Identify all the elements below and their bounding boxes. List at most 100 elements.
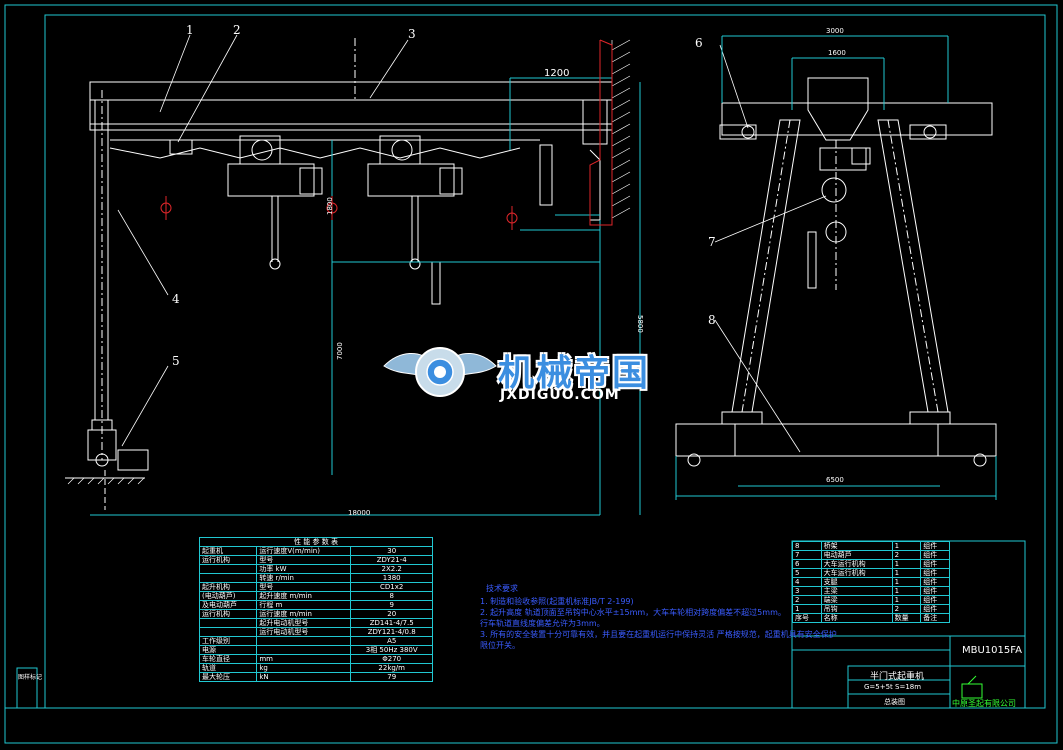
parts-cell-note: 组件 — [920, 604, 950, 614]
parts-cell-qty: 1 — [891, 595, 922, 605]
drawing-sheet: 总装图 — [884, 698, 905, 706]
part-label-1: 1 — [186, 23, 194, 37]
performance-cell-value: ZDY121-4/0.8 — [350, 627, 433, 637]
front-view — [65, 38, 641, 516]
dim-right-height: 5800 — [636, 315, 644, 333]
parts-cell-qty: 1 — [891, 577, 922, 587]
parts-header-name: 名称 — [820, 613, 893, 623]
performance-cell-value: 3相 50Hz 380V — [350, 645, 433, 655]
performance-cell-item: 功率 kW — [256, 564, 352, 574]
performance-cell-value: 8 — [350, 591, 433, 601]
parts-cell-no: 4 — [792, 577, 822, 587]
performance-cell-item: 运行速度 m/min — [256, 609, 352, 619]
performance-cell-group: 最大轮压 — [198, 672, 258, 682]
part-label-4: 4 — [172, 292, 180, 306]
performance-cell-group — [198, 627, 258, 637]
dim-span-top: 1200 — [544, 68, 570, 79]
performance-cell-value: CD1x2 — [350, 582, 433, 592]
part-label-3: 3 — [408, 27, 416, 41]
performance-cell-value: A5 — [350, 636, 433, 646]
performance-cell-item: 运行电动机型号 — [256, 627, 352, 637]
parts-cell-no: 7 — [792, 550, 822, 560]
part-label-6: 6 — [695, 36, 703, 50]
performance-cell-group: 电源 — [198, 645, 258, 655]
dim-right-top-a: 3000 — [826, 27, 844, 35]
notes-title: 技术要求 — [486, 584, 518, 593]
corbel — [589, 39, 613, 226]
part-label-8: 8 — [708, 313, 716, 327]
parts-cell-qty: 2 — [891, 550, 922, 560]
performance-cell-group: 工作级别 — [198, 636, 258, 646]
performance-cell-item: 起升电动机型号 — [256, 618, 352, 628]
performance-row: 起重机运行速度V(m/min)30 — [198, 546, 433, 556]
parts-cell-qty: 1 — [891, 559, 922, 569]
dim-height-small: 1800 — [326, 197, 334, 215]
center-marks — [160, 196, 518, 230]
dim-right-top-b: 1600 — [828, 49, 846, 57]
parts-cell-note: 组件 — [920, 559, 950, 569]
parts-cell-note: 组件 — [920, 577, 950, 587]
side-view — [675, 35, 997, 500]
performance-cell-value: 30 — [350, 546, 433, 556]
performance-cell-item: 运行速度V(m/min) — [256, 546, 352, 556]
performance-cell-group: (电动葫芦) — [198, 591, 258, 601]
parts-header-qty: 数量 — [891, 613, 922, 623]
performance-cell-group: 运行机构 — [198, 609, 258, 619]
performance-cell-value: 79 — [350, 672, 433, 682]
performance-cell-item — [256, 645, 352, 655]
parts-header-note: 备注 — [920, 613, 950, 623]
performance-cell-group — [198, 618, 258, 628]
leader-lines — [117, 34, 827, 453]
drawing-frame — [44, 14, 1046, 709]
performance-cell-item: 起升速度 m/min — [256, 591, 352, 601]
note-line-4: 3. 所有的安全装置十分可靠有效，并且要在起重机运行中保持灵活 严格按规范，起重… — [480, 630, 837, 639]
drawing-number: MBU1015FA — [962, 645, 1022, 656]
parts-cell-no: 1 — [792, 604, 822, 614]
note-line-2: 2. 起升高度 轨道顶面至吊钩中心水平±15mm，大车车轮相对跨度偏差不超过5m… — [480, 608, 786, 617]
dim-right-base: 6500 — [826, 476, 844, 484]
performance-cell-group: 起升机构 — [198, 582, 258, 592]
parts-cell-qty: 1 — [891, 568, 922, 578]
parts-cell-no: 6 — [792, 559, 822, 569]
performance-cell-value: 22kg/m — [350, 663, 433, 673]
parts-cell-note: 组件 — [920, 541, 950, 551]
note-line-3: 行车轨道直线度偏差允许为3mm。 — [480, 619, 605, 628]
company-name: 中原圣起有限公司 — [952, 699, 1016, 708]
part-label-7: 7 — [708, 235, 716, 249]
performance-cell-item: mm — [256, 654, 352, 664]
performance-cell-item: 转速 r/min — [256, 573, 352, 583]
wall-hatch — [611, 39, 631, 225]
parts-cell-note: 组件 — [920, 550, 950, 560]
parts-cell-no: 2 — [792, 595, 822, 605]
performance-cell-value: 20 — [350, 609, 433, 619]
performance-cell-value: 9 — [350, 600, 433, 610]
note-line-5: 限位开关。 — [480, 641, 520, 650]
watermark-title: 机械帝国 — [498, 353, 651, 394]
stamp-label: 图样标记 — [18, 674, 43, 681]
parts-cell-qty: 2 — [891, 604, 922, 614]
performance-cell-item — [256, 636, 352, 646]
performance-table-title: 性 能 参 数 表 — [199, 537, 433, 547]
parts-cell-name: 桥架 — [820, 541, 893, 551]
performance-cell-group: 轨道 — [198, 663, 258, 673]
parts-cell-no: 8 — [792, 541, 822, 551]
parts-cell-no: 5 — [792, 568, 822, 578]
